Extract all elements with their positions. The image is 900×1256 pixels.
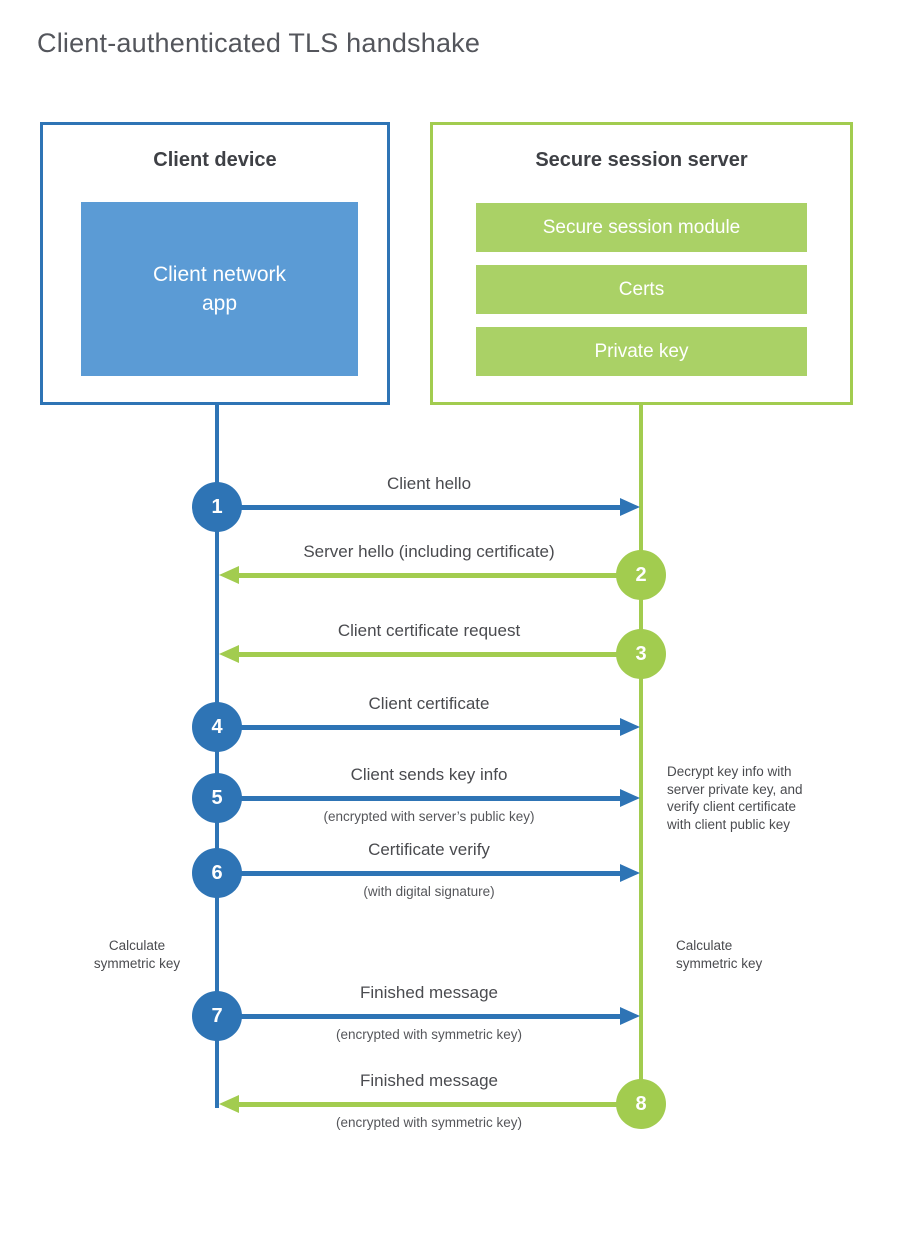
server-module-bar: Certs xyxy=(476,265,807,314)
step-circle: 7 xyxy=(192,991,242,1041)
message-subtext: (with digital signature) xyxy=(363,884,495,899)
message-label: Client hello xyxy=(386,474,472,493)
message-arrowhead-icon xyxy=(219,1095,239,1113)
client-device-title: Client device xyxy=(153,149,277,171)
step-number: 1 xyxy=(211,495,223,518)
step-number: 2 xyxy=(635,563,647,586)
step-circle: 4 xyxy=(192,702,242,752)
step-circle: 5 xyxy=(192,773,242,823)
note-calculate-symmetric-key-server: Calculate symmetric key xyxy=(676,938,763,971)
server-module-bar: Secure session module xyxy=(476,203,807,252)
note-decrypt-key-info: Decrypt key info with server private key… xyxy=(667,764,803,832)
message-label: Certificate verify xyxy=(368,840,490,859)
message-arrowhead-icon xyxy=(620,718,640,736)
step-circle: 1 xyxy=(192,482,242,532)
step-number: 3 xyxy=(635,642,647,665)
message-subtext: (encrypted with server’s public key) xyxy=(323,809,535,824)
step-number: 8 xyxy=(635,1092,647,1115)
page-title: Client-authenticated TLS handshake xyxy=(37,28,481,58)
message-arrow-line xyxy=(217,796,625,801)
step-circle: 3 xyxy=(616,629,666,679)
message-arrow-line xyxy=(217,725,625,730)
server-module-bar: Private key xyxy=(476,327,807,376)
step-circle: 2 xyxy=(616,550,666,600)
secure-session-server-box: Secure session server Secure session mod… xyxy=(430,122,853,405)
message-subtext: (encrypted with symmetric key) xyxy=(335,1027,523,1042)
client-network-app-label: Client network app xyxy=(152,262,287,315)
message-label: Finished message xyxy=(360,1071,498,1090)
message-label: Client certificate request xyxy=(337,621,521,640)
client-device-box: Client device Client network app xyxy=(40,122,390,405)
message-arrow-line xyxy=(217,871,625,876)
message-arrowhead-icon xyxy=(620,789,640,807)
step-circle: 8 xyxy=(616,1079,666,1129)
message-arrow-line xyxy=(239,573,641,578)
client-network-app-box: Client network app xyxy=(81,202,358,376)
message-arrow-line xyxy=(239,652,641,657)
message-label: Server hello (including certificate) xyxy=(303,542,555,561)
message-arrow-line xyxy=(217,505,625,510)
message-subtext: (encrypted with symmetric key) xyxy=(335,1115,523,1130)
message-arrowhead-icon xyxy=(620,1007,640,1025)
message-arrowhead-icon xyxy=(219,566,239,584)
message-arrow-line xyxy=(239,1102,641,1107)
step-number: 7 xyxy=(211,1004,223,1027)
client-lifeline xyxy=(215,405,219,1108)
step-number: 5 xyxy=(211,786,223,809)
message-arrow-line xyxy=(217,1014,625,1019)
note-calculate-symmetric-key-client: Calculate symmetric key xyxy=(93,938,181,971)
message-arrowhead-icon xyxy=(620,498,640,516)
step-circle: 6 xyxy=(192,848,242,898)
server-lifeline xyxy=(639,405,643,1104)
message-label: Client certificate xyxy=(368,694,490,713)
secure-session-server-title: Secure session server xyxy=(535,149,748,171)
message-label: Finished message xyxy=(360,983,498,1002)
step-number: 4 xyxy=(211,715,223,738)
message-label: Client sends key info xyxy=(350,765,508,784)
step-number: 6 xyxy=(211,861,223,884)
message-arrowhead-icon xyxy=(620,864,640,882)
message-arrowhead-icon xyxy=(219,645,239,663)
